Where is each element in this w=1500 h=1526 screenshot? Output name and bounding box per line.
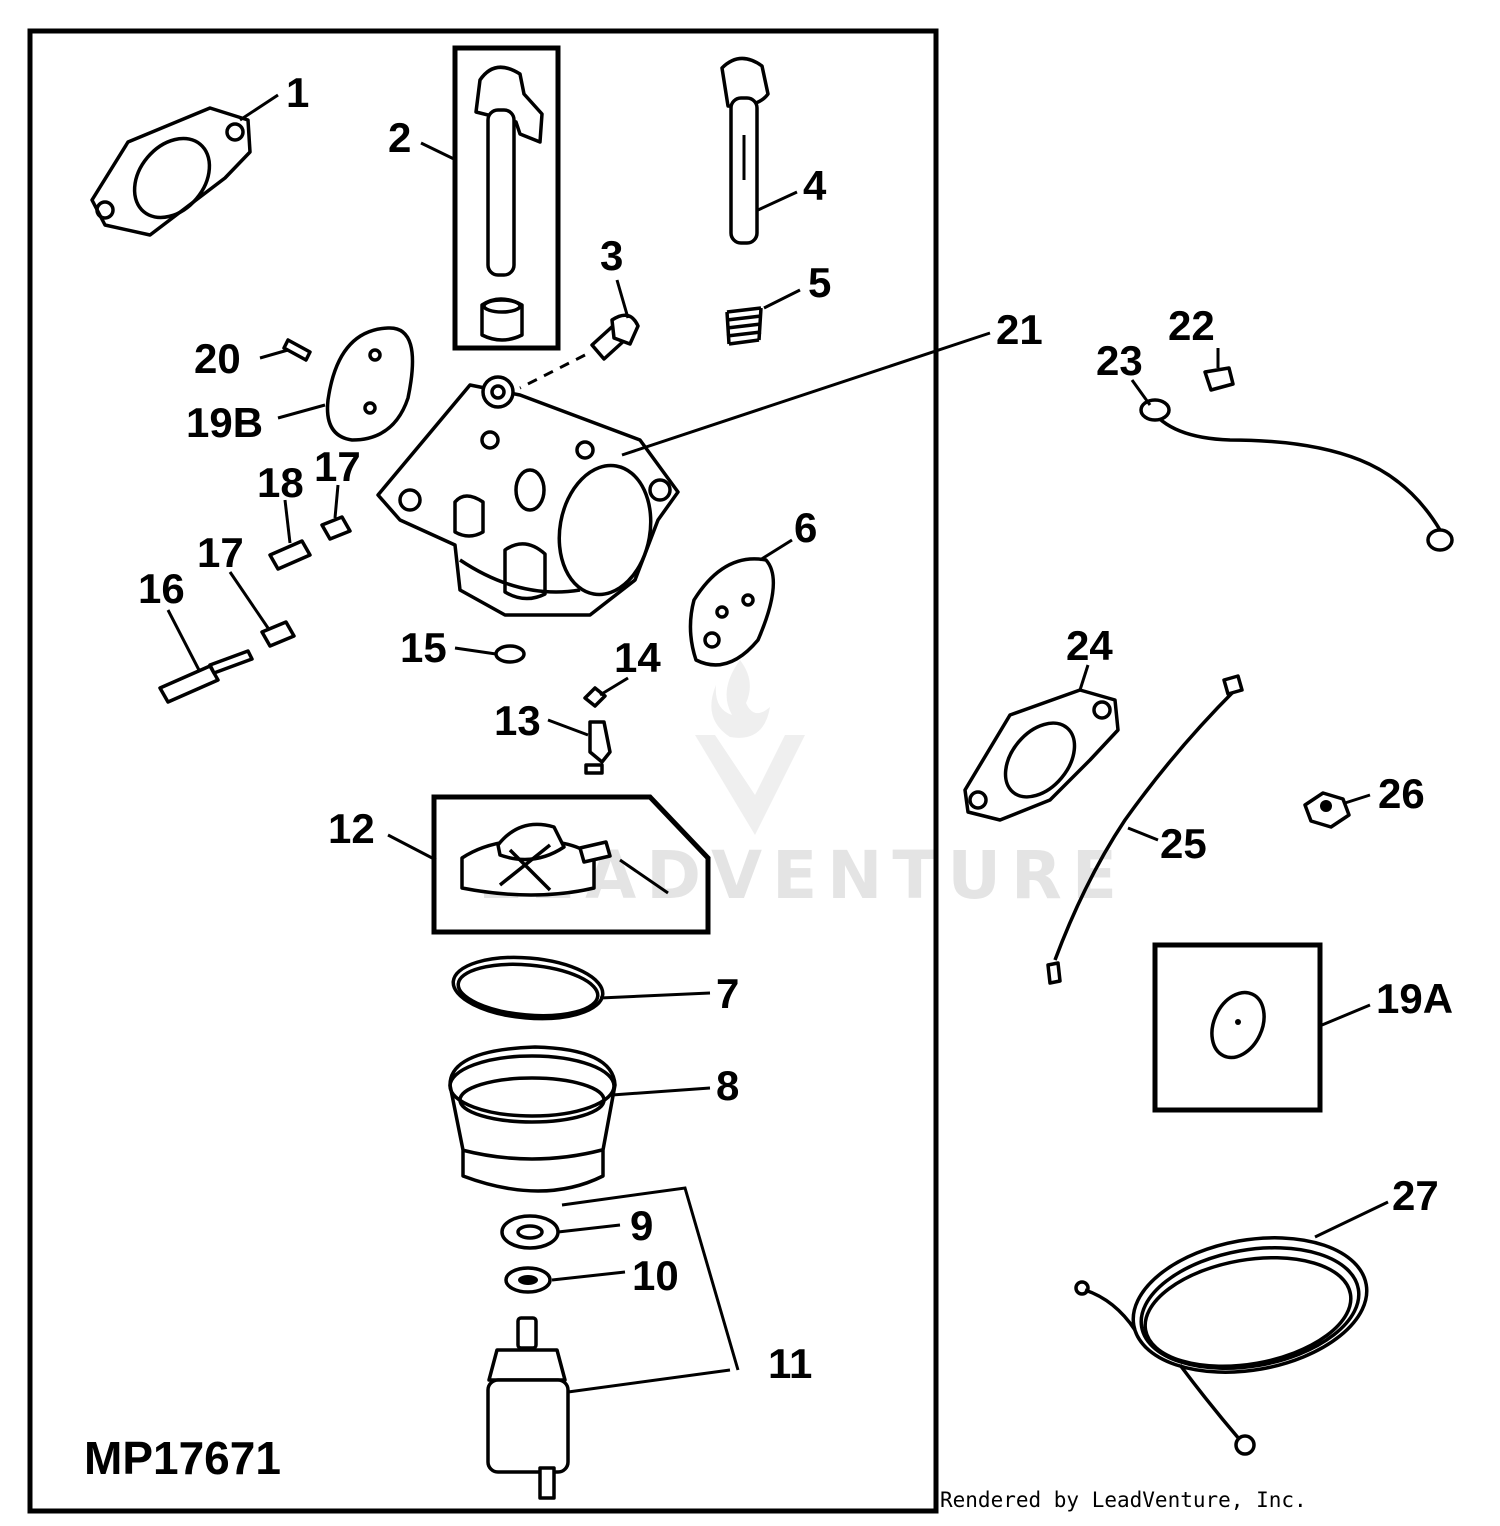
leader-25 <box>1127 826 1159 842</box>
watermark-logo <box>695 660 805 835</box>
part-19b-plate <box>325 326 415 442</box>
part-8-float-bowl <box>448 1045 617 1193</box>
part-25-wire <box>1046 674 1244 985</box>
part-17-spring-upper <box>320 515 352 541</box>
part-18-screw <box>268 539 312 571</box>
part-3-screw <box>590 313 640 361</box>
part-17-spring-lower <box>260 620 296 648</box>
part-19a-box <box>1152 942 1323 1113</box>
callout-13: 13 <box>494 697 541 744</box>
credit-text: Rendered by LeadVenture, Inc. <box>940 1488 1307 1512</box>
callout-4: 4 <box>803 162 827 209</box>
part-12-float <box>460 822 669 897</box>
callout-9: 9 <box>630 1202 653 1249</box>
callout-22: 22 <box>1168 302 1215 349</box>
part-22-screw <box>1203 366 1235 392</box>
leader-3-dash <box>519 353 586 390</box>
part-4-choke-shaft <box>720 56 770 245</box>
leader-21 <box>621 331 991 457</box>
callout-12: 12 <box>328 805 375 852</box>
callout-17-lower: 17 <box>197 529 244 576</box>
leader-16 <box>166 609 202 673</box>
callout-23: 23 <box>1096 337 1143 384</box>
part-15-washer <box>494 644 526 664</box>
callout-21: 21 <box>996 306 1043 353</box>
callout-3: 3 <box>600 232 623 279</box>
leader-1 <box>239 93 279 122</box>
part-5-spring <box>725 306 763 346</box>
part-20-screw <box>282 338 312 362</box>
part-26-nut <box>1303 791 1351 829</box>
leader-3 <box>615 279 630 319</box>
leader-18 <box>283 499 292 544</box>
callout-10: 10 <box>632 1252 679 1299</box>
part-21-carburetor-body <box>376 375 680 617</box>
part-10-washer <box>504 1266 552 1294</box>
leader-27 <box>1314 1200 1389 1239</box>
leader-17-upper <box>333 484 340 519</box>
callout-24: 24 <box>1066 622 1113 669</box>
leader-24 <box>1078 664 1090 691</box>
part-14-clip <box>583 686 607 708</box>
callout-17-upper: 17 <box>314 443 361 490</box>
callout-20: 20 <box>194 335 241 382</box>
part-12-box <box>431 794 711 935</box>
part-2-throttle-shaft <box>474 65 544 342</box>
leader-15 <box>454 646 497 656</box>
leader-5 <box>763 288 801 310</box>
callout-19a: 19A <box>1376 975 1453 1022</box>
leader-8 <box>611 1086 711 1097</box>
callout-15: 15 <box>400 624 447 671</box>
leader-19b <box>277 403 326 420</box>
leader-2 <box>420 141 457 162</box>
leader-7 <box>599 991 711 1000</box>
part-7-gasket-ring <box>451 955 605 1021</box>
part-16-needle <box>158 649 254 704</box>
leader-26 <box>1344 793 1371 805</box>
part-1-gasket <box>90 106 252 237</box>
callout-19b: 19B <box>186 399 263 446</box>
callout-6: 6 <box>794 504 817 551</box>
callout-11: 11 <box>768 1340 812 1387</box>
leader-14 <box>599 676 629 697</box>
leader-19a <box>1321 1003 1371 1027</box>
leader-17-lower <box>228 571 270 629</box>
callout-5: 5 <box>808 259 831 306</box>
part-19a-plate <box>1210 990 1266 1060</box>
leader-20 <box>259 348 289 360</box>
leader-23 <box>1130 379 1152 406</box>
callout-1: 1 <box>286 69 309 116</box>
part-2-box <box>452 45 561 351</box>
diagram-id-label: MP17671 <box>84 1432 281 1484</box>
part-27-wire-coil <box>1074 1236 1369 1456</box>
main-frame <box>27 28 939 1514</box>
leader-13 <box>547 718 589 737</box>
leader-6 <box>759 538 793 562</box>
callout-26: 26 <box>1378 770 1425 817</box>
leader-11 <box>561 1186 740 1394</box>
callout-14: 14 <box>614 634 661 681</box>
part-13-inlet-needle <box>584 720 612 775</box>
callout-25: 25 <box>1160 820 1207 867</box>
callout-7: 7 <box>716 970 739 1017</box>
callout-18: 18 <box>257 459 304 506</box>
callout-16: 16 <box>138 565 185 612</box>
leader-9 <box>557 1223 621 1234</box>
part-23-ground-wire <box>1139 398 1454 552</box>
callout-2: 2 <box>388 114 411 161</box>
leader-12 <box>387 833 437 862</box>
leader-10 <box>551 1270 626 1282</box>
part-24-gasket <box>963 688 1120 822</box>
part-6-plate <box>688 557 776 667</box>
callout-27: 27 <box>1392 1172 1439 1219</box>
part-11-solenoid <box>486 1316 570 1500</box>
callout-8: 8 <box>716 1062 739 1109</box>
part-9-washer <box>500 1214 560 1250</box>
leader-4 <box>757 190 798 212</box>
